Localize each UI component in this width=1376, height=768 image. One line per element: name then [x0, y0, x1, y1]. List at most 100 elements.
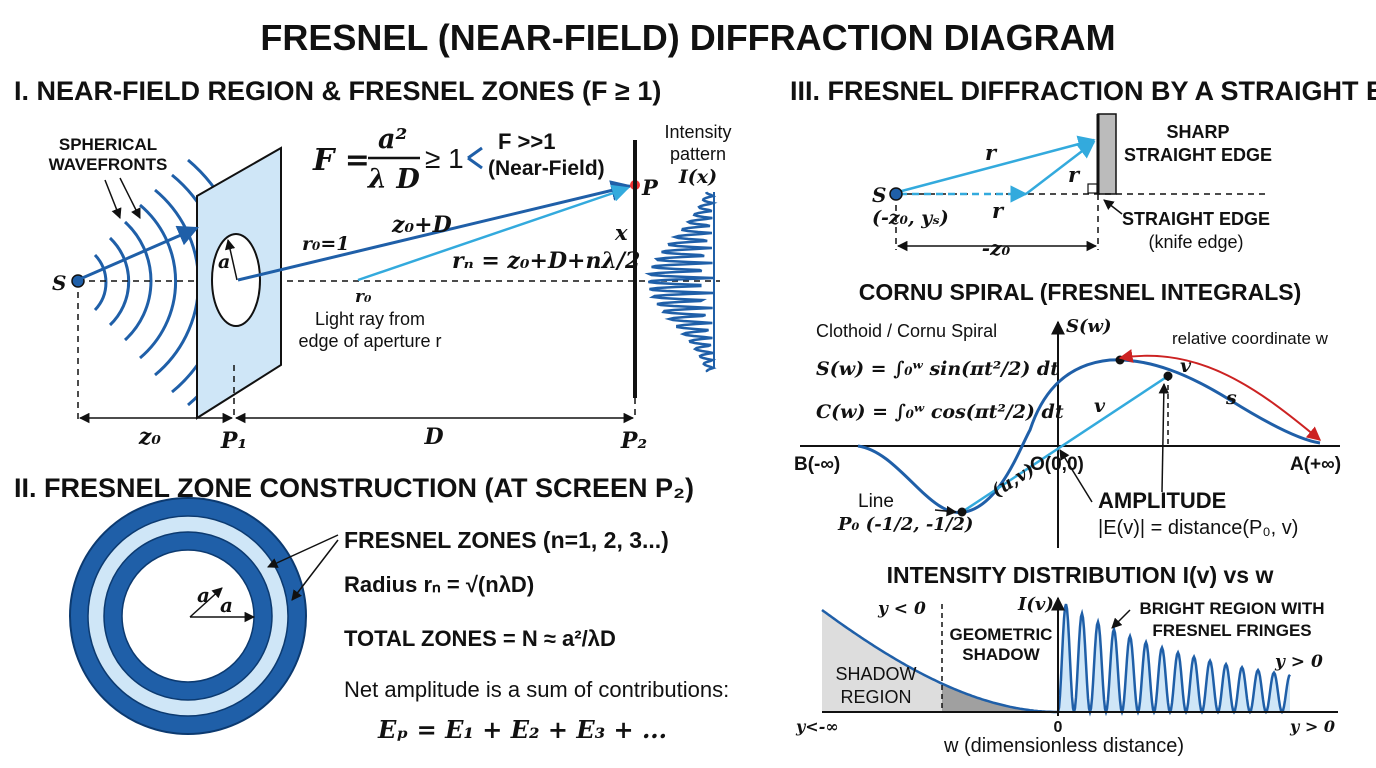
- dim-P2-label: P₂: [620, 428, 647, 454]
- knife-label-1: STRAIGHT EDGE: [1122, 209, 1270, 229]
- zone-radius-1: [189, 587, 223, 618]
- section3-heading: III. FRESNEL DIFFRACTION BY A STRAIGHT E…: [790, 76, 1376, 106]
- rn-label: rₙ = z₀+D+nλ/2: [452, 248, 640, 274]
- intensity-xlabel: w (dimensionless distance): [943, 735, 1184, 757]
- bright-label-1: BRIGHT REGION WITH: [1139, 599, 1324, 618]
- amplitude-pointer-2: [1158, 382, 1170, 493]
- geometric-shadow-fill: [942, 683, 1058, 712]
- edge-r-label-3: r: [1068, 162, 1081, 187]
- page-title: FRESNEL (NEAR-FIELD) DIFFRACTION DIAGRAM: [260, 17, 1115, 58]
- bright-pointer: [1111, 609, 1131, 629]
- shadow-region-label-2: REGION: [840, 687, 911, 707]
- clothoid-label: Clothoid / Cornu Spiral: [816, 321, 997, 341]
- formula-a2: a²: [378, 124, 407, 155]
- dim-z0-label: z₀: [138, 424, 161, 450]
- source-ray: [79, 225, 199, 281]
- z0D-label: z₀+D: [391, 212, 452, 238]
- section2-heading: II. FRESNEL ZONE CONSTRUCTION (AT SCREEN…: [14, 473, 694, 503]
- knife-label-2: (knife edge): [1148, 232, 1243, 252]
- aperture-radius: [224, 238, 238, 281]
- geo-shadow-label-1: GEOMETRIC: [950, 625, 1053, 644]
- amplitude-sum: Eₚ = E₁ + E₂ + E₃ + ...: [377, 715, 667, 744]
- spherical-label-2: WAVEFRONTS: [49, 155, 168, 174]
- r0-equals-label: r₀=1: [302, 233, 349, 255]
- shadow-curve-fill: [822, 610, 1058, 712]
- zone-a-label-2: a: [220, 593, 233, 617]
- formula-lambdaD: λ D: [367, 164, 420, 195]
- aperture-a-label: a: [218, 251, 230, 273]
- intensity-label-3: I(x): [678, 166, 717, 188]
- dim-P1-label: P₁: [220, 428, 247, 454]
- x-axis-label: x: [614, 220, 628, 245]
- dim-D-label: D: [423, 424, 443, 450]
- cornu-B-label: B(-∞): [794, 454, 840, 475]
- net-amplitude-label: Net amplitude is a sum of contributions:: [344, 677, 729, 702]
- amplitude-label-2: |E(v)| = distance(P₀, v): [1098, 517, 1298, 539]
- intensity-curve: [644, 191, 718, 373]
- zones-pointer-1: [267, 534, 339, 568]
- point-P-label: P: [641, 175, 659, 200]
- zones-pointer-2: [291, 539, 339, 601]
- bright-label-2: FRESNEL FRINGES: [1152, 621, 1311, 640]
- intensity-axis-label: I(v): [1017, 594, 1054, 615]
- Sw-formula: S(w) = ∫₀ʷ sin(πt²/2) dt: [816, 358, 1059, 380]
- total-zones-label: TOTAL ZONES = N ≈ a²/λD: [344, 626, 616, 651]
- section-straight-edge: III. FRESNEL DIFFRACTION BY A STRAIGHT E…: [790, 76, 1376, 260]
- ray-z0D: [237, 180, 633, 282]
- relcoord-label: relative coordinate w: [1172, 329, 1329, 348]
- sharp-edge-label-1: SHARP: [1166, 122, 1229, 142]
- nearfield-label-1: F >>1: [498, 129, 555, 154]
- edge-coords-label: (-z₀, yₛ): [872, 207, 949, 229]
- P0-pointer: [934, 505, 958, 517]
- intensity-label-2: pattern: [670, 144, 726, 164]
- cornu-v-label-1: v: [1180, 355, 1192, 377]
- Cw-formula: C(w) = ∫₀ʷ cos(πt²/2) dt: [816, 401, 1064, 423]
- source-label: S: [52, 271, 66, 295]
- ygt0-label-top: y > 0: [1274, 652, 1323, 672]
- cornu-P0-label: P₀ (-1/2, -1/2): [837, 514, 973, 535]
- cornu-y-label: S(w): [1066, 316, 1112, 337]
- left-end-label: y<-∞: [795, 717, 839, 736]
- intensity-label-1: Intensity: [664, 122, 731, 142]
- amplitude-label-1: AMPLITUDE: [1098, 488, 1226, 513]
- sharp-edge-label-2: STRAIGHT EDGE: [1124, 145, 1272, 165]
- cornu-line-label: Line: [858, 491, 894, 512]
- ray-rn: [357, 184, 630, 282]
- zones-label: FRESNEL ZONES (n=1, 2, 3...): [344, 527, 669, 553]
- section1-heading: I. NEAR-FIELD REGION & FRESNEL ZONES (F …: [14, 76, 661, 106]
- nearfield-arrows: [467, 146, 483, 170]
- fringes-fill: [1058, 604, 1290, 712]
- edge-r-label-2: r: [992, 198, 1005, 223]
- zone-a-label-1: a: [197, 583, 210, 607]
- radius-label: Radius rₙ = √(nλD): [344, 572, 534, 597]
- pointer-wavefront-2: [119, 177, 141, 219]
- relative-coordinate-arrow: [1118, 349, 1322, 441]
- r0-label: r₀: [355, 287, 372, 307]
- knife-edge-body: [1097, 113, 1117, 195]
- fringes-curve: [1056, 603, 1291, 717]
- aperture-hole: [211, 233, 261, 327]
- cornu-heading: CORNU SPIRAL (FRESNEL INTEGRALS): [859, 279, 1302, 305]
- geo-shadow-label-2: SHADOW: [962, 645, 1040, 664]
- edge-ray-direct: [897, 135, 1096, 194]
- cornu-curve: [857, 358, 1321, 515]
- section-cornu-spiral: CORNU SPIRAL (FRESNEL INTEGRALS) Clothoi…: [794, 279, 1341, 548]
- cornu-s-label: s: [1225, 387, 1237, 409]
- edge-source-label: S: [872, 183, 886, 207]
- shadow-region-label-1: SHADOW: [836, 664, 917, 684]
- nearfield-label-2: (Near-Field): [488, 157, 605, 180]
- cornu-A-label: A(+∞): [1290, 454, 1341, 475]
- zero-label: 0: [1054, 719, 1063, 736]
- section-zone-construction: II. FRESNEL ZONE CONSTRUCTION (AT SCREEN…: [14, 473, 729, 744]
- right-angle-mark: [1087, 183, 1098, 194]
- cornu-v-label-2: v: [1094, 395, 1106, 417]
- ray-note-1: Light ray from: [315, 309, 425, 329]
- section-intensity-distribution: INTENSITY DISTRIBUTION I(v) vs w I(v) y …: [795, 562, 1338, 757]
- fresnel-number-formula: F = a² λ D ≥ 1: [312, 124, 464, 195]
- ray-note-2: edge of aperture r: [298, 331, 441, 351]
- zone-center: [121, 549, 255, 683]
- shadow-curve: [821, 609, 1058, 714]
- amplitude-pointer-1: [1059, 449, 1093, 503]
- intensity-heading: INTENSITY DISTRIBUTION I(v) vs w: [887, 562, 1274, 588]
